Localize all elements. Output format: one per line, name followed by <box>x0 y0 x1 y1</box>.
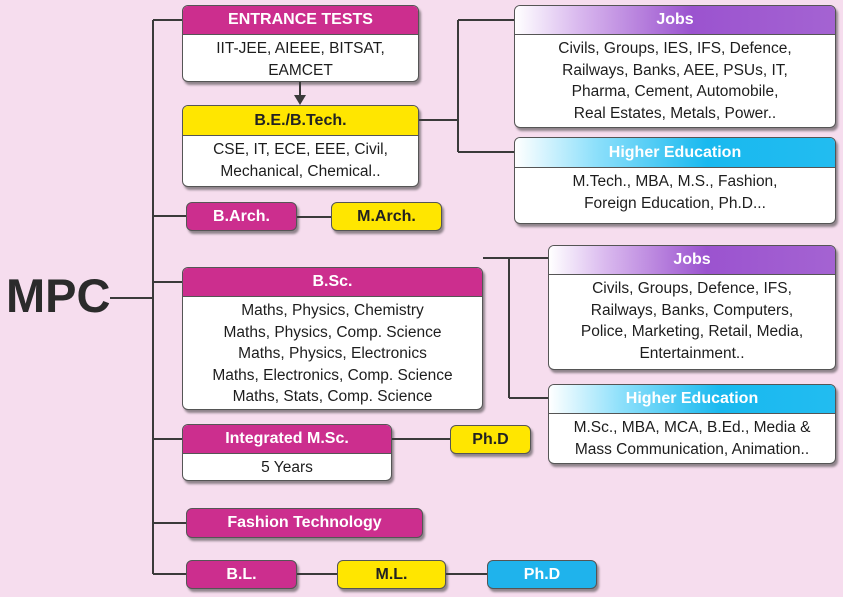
betech-box: B.E./B.Tech. CSE, IT, ECE, EEE, Civil, M… <box>182 105 419 187</box>
higher-education-line: Mass Communication, Animation.. <box>574 440 810 458</box>
entrance-tests-title: ENTRANCE TESTS <box>183 6 418 35</box>
entrance-line: IIT-JEE, AIEEE, BITSAT, <box>216 40 385 57</box>
higher-education-engineering-list: M.Tech., MBA, M.S., Fashion, Foreign Edu… <box>515 168 835 214</box>
betech-title: B.E./B.Tech. <box>183 106 418 136</box>
bsc-line: Maths, Physics, Chemistry <box>241 302 424 319</box>
higher-education-science-list: M.Sc., MBA, MCA, B.Ed., Media & Mass Com… <box>549 414 835 460</box>
jobs-science-title: Jobs <box>549 246 835 275</box>
bsc-line: Maths, Physics, Electronics <box>238 345 427 362</box>
jobs-line: Entertainment.. <box>639 344 745 362</box>
bl-node: B.L. <box>186 560 297 589</box>
jobs-line: Real Estates, Metals, Power.. <box>573 104 777 122</box>
jobs-line: Railways, Banks, AEE, PSUs, IT, <box>562 61 788 79</box>
phd-after-integrated-msc: Ph.D <box>450 425 531 454</box>
higher-education-line: M.Tech., MBA, M.S., Fashion, <box>572 173 778 190</box>
integrated-msc-title: Integrated M.Sc. <box>183 425 391 454</box>
higher-education-engineering-title: Higher Education <box>515 138 835 168</box>
jobs-science-list: Civils, Groups, Defence, IFS, Railways, … <box>549 275 835 364</box>
entrance-tests-box: ENTRANCE TESTS IIT-JEE, AIEEE, BITSAT, E… <box>182 5 419 82</box>
march-node: M.Arch. <box>331 202 442 231</box>
ml-node: M.L. <box>337 560 446 589</box>
higher-education-engineering-box: Higher Education M.Tech., MBA, M.S., Fas… <box>514 137 836 224</box>
higher-education-line: Foreign Education, Ph.D... <box>584 194 766 212</box>
bsc-title: B.Sc. <box>183 268 482 297</box>
higher-education-science-title: Higher Education <box>549 385 835 414</box>
bsc-line: Maths, Physics, Comp. Science <box>223 323 442 341</box>
jobs-line: Police, Marketing, Retail, Media, <box>580 323 804 340</box>
integrated-msc-duration: 5 Years <box>261 459 313 476</box>
jobs-engineering-box: Jobs Civils, Groups, IES, IFS, Defence, … <box>514 5 836 128</box>
fashion-technology-node: Fashion Technology <box>186 508 423 538</box>
bsc-list: Maths, Physics, Chemistry Maths, Physics… <box>183 297 482 408</box>
betech-line: Mechanical, Chemical.. <box>220 162 381 180</box>
higher-education-line: M.Sc., MBA, MCA, B.Ed., Media & <box>573 419 811 436</box>
phd-after-ml: Ph.D <box>487 560 597 589</box>
bsc-box: B.Sc. Maths, Physics, Chemistry Maths, P… <box>182 267 483 410</box>
bsc-line: Maths, Electronics, Comp. Science <box>212 366 453 384</box>
betech-line: CSE, IT, ECE, EEE, Civil, <box>213 141 388 158</box>
higher-education-science-box: Higher Education M.Sc., MBA, MCA, B.Ed.,… <box>548 384 836 464</box>
jobs-engineering-title: Jobs <box>515 6 835 35</box>
jobs-engineering-list: Civils, Groups, IES, IFS, Defence, Railw… <box>515 35 835 124</box>
entrance-line: EAMCET <box>268 61 333 79</box>
jobs-science-box: Jobs Civils, Groups, Defence, IFS, Railw… <box>548 245 836 370</box>
jobs-line: Pharma, Cement, Automobile, <box>571 83 779 100</box>
barch-node: B.Arch. <box>186 202 297 231</box>
jobs-line: Civils, Groups, IES, IFS, Defence, <box>558 40 792 57</box>
root-node-mpc: MPC <box>6 269 111 322</box>
bsc-line: Maths, Stats, Comp. Science <box>232 388 433 405</box>
integrated-msc-box: Integrated M.Sc. 5 Years <box>182 424 392 481</box>
jobs-line: Civils, Groups, Defence, IFS, <box>592 280 792 297</box>
jobs-line: Railways, Banks, Computers, <box>590 301 794 319</box>
entrance-tests-list: IIT-JEE, AIEEE, BITSAT, EAMCET <box>183 35 418 81</box>
betech-list: CSE, IT, ECE, EEE, Civil, Mechanical, Ch… <box>183 136 418 182</box>
